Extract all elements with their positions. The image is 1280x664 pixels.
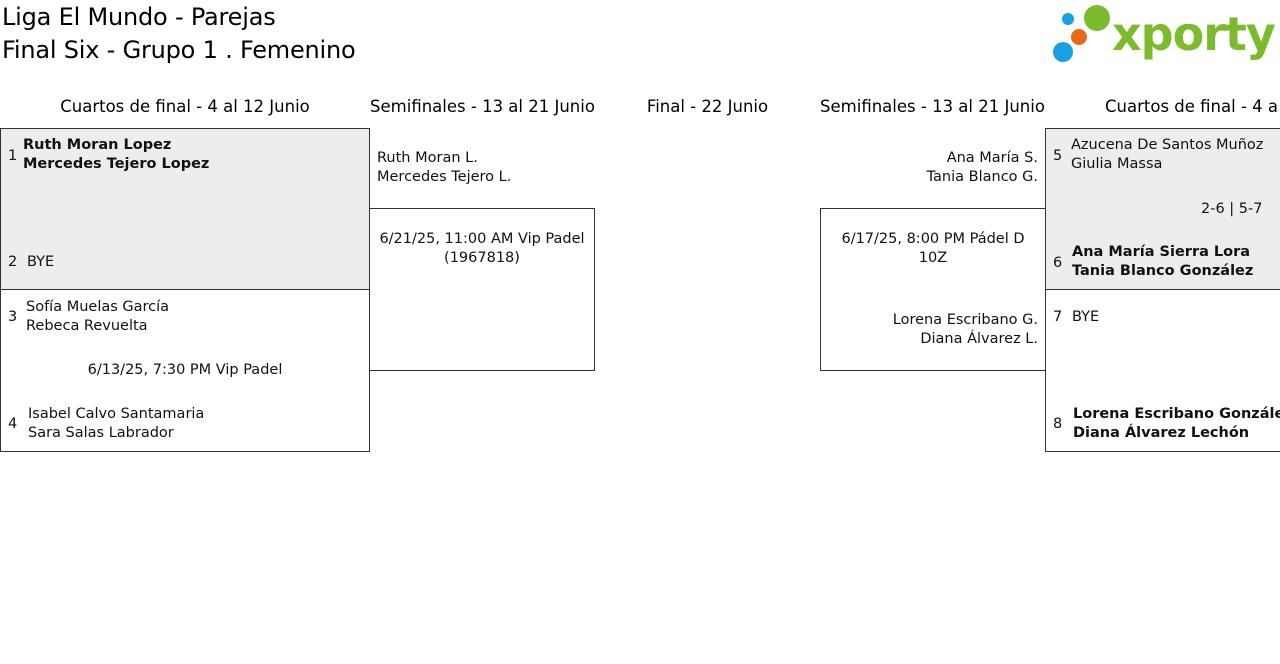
- sf-left-team-a[interactable]: Ruth Moran L. Mercedes Tejero L.: [377, 149, 511, 187]
- qf-left-match-2[interactable]: 3 Sofía Muelas García Rebeca Revuelta 6/…: [0, 289, 370, 452]
- logo-dots-icon: [1053, 5, 1110, 62]
- match-info-line: 6/17/25, 8:00 PM Pádel D: [841, 231, 1025, 247]
- player-name: Ana María S.: [946, 150, 1038, 166]
- player-name: Lorena Escribano G.: [892, 312, 1038, 328]
- sf-right-team-b[interactable]: Lorena Escribano G. Diana Álvarez L.: [821, 311, 1038, 349]
- match-info: 6/21/25, 11:00 AM Vip Padel (1967818): [370, 230, 594, 268]
- seed-number: 8: [1053, 416, 1063, 432]
- page-subtitle: Final Six - Grupo 1 . Femenino: [2, 36, 356, 64]
- match-info-line: (1967818): [444, 250, 520, 266]
- qf-right-match-1[interactable]: 5 Azucena De Santos Muñoz Giulia Massa 2…: [1045, 128, 1280, 290]
- team-entry[interactable]: Lorena Escribano González Diana Álvarez …: [1073, 405, 1280, 443]
- player-name: Mercedes Tejero L.: [377, 169, 512, 185]
- player-name: Giulia Massa: [1071, 156, 1163, 172]
- seed-number: 5: [1053, 148, 1063, 164]
- match-info-line: 10Z: [918, 250, 948, 266]
- team-entry-bye: BYE: [1072, 309, 1100, 325]
- seed-number: 4: [8, 416, 18, 432]
- seed-number: 1: [8, 148, 18, 164]
- player-name: Sofía Muelas García: [26, 299, 170, 315]
- player-name: Azucena De Santos Muñoz: [1071, 137, 1264, 153]
- team-entry-bye: BYE: [27, 254, 55, 270]
- column-header-sf-left: Semifinales - 13 al 21 Junio: [370, 97, 595, 116]
- sf-right-team-a[interactable]: Ana María S. Tania Blanco G.: [820, 149, 1038, 187]
- qf-right-match-2[interactable]: 7 BYE 8 Lorena Escribano González Diana …: [1045, 289, 1280, 452]
- player-name: Sara Salas Labrador: [28, 425, 174, 441]
- qf-left-match-1[interactable]: 1 Ruth Moran Lopez Mercedes Tejero Lopez…: [0, 128, 370, 290]
- player-name: Tania Blanco G.: [926, 169, 1038, 185]
- match-info: 6/17/25, 8:00 PM Pádel D 10Z: [821, 230, 1045, 268]
- seed-number: 3: [8, 309, 18, 325]
- seed-number: 2: [8, 254, 18, 270]
- player-name: Ana María Sierra Lora: [1072, 244, 1251, 260]
- team-entry[interactable]: Sofía Muelas García Rebeca Revuelta: [26, 298, 169, 336]
- sf-left-match[interactable]: 6/21/25, 11:00 AM Vip Padel (1967818): [369, 208, 595, 371]
- page-title: Liga El Mundo - Parejas: [2, 3, 276, 31]
- match-score: 2-6 | 5-7: [1201, 201, 1263, 217]
- xporty-logo: xporty: [1050, 4, 1276, 66]
- seed-number: 6: [1053, 255, 1063, 271]
- column-header-sf-right: Semifinales - 13 al 21 Junio: [820, 97, 1045, 116]
- player-name: Diana Álvarez Lechón: [1073, 425, 1250, 441]
- player-name: Ruth Moran Lopez: [23, 137, 172, 153]
- match-info: 6/13/25, 7:30 PM Vip Padel: [87, 362, 283, 378]
- player-name: Diana Álvarez L.: [920, 331, 1038, 347]
- team-entry[interactable]: Ana María Sierra Lora Tania Blanco Gonzá…: [1072, 243, 1253, 281]
- match-info-line: 6/21/25, 11:00 AM Vip Padel: [379, 231, 585, 247]
- player-name: Mercedes Tejero Lopez: [23, 156, 210, 172]
- player-name: Lorena Escribano González: [1073, 406, 1280, 422]
- column-header-qf-right: Cuartos de final - 4 a: [1105, 97, 1278, 116]
- team-entry[interactable]: Azucena De Santos Muñoz Giulia Massa: [1071, 136, 1263, 174]
- column-header-final: Final - 22 Junio: [646, 97, 769, 116]
- team-entry[interactable]: Ruth Moran Lopez Mercedes Tejero Lopez: [23, 136, 209, 174]
- sf-right-match[interactable]: 6/17/25, 8:00 PM Pádel D 10Z Lorena Escr…: [820, 208, 1046, 371]
- logo-text: xporty: [1112, 7, 1276, 61]
- player-name: Ruth Moran L.: [377, 150, 478, 166]
- player-name: Rebeca Revuelta: [26, 318, 148, 334]
- column-header-qf-left: Cuartos de final - 4 al 12 Junio: [60, 97, 310, 116]
- player-name: Tania Blanco González: [1072, 263, 1254, 279]
- team-entry[interactable]: Isabel Calvo Santamaria Sara Salas Labra…: [28, 405, 204, 443]
- player-name: Isabel Calvo Santamaria: [28, 406, 205, 422]
- seed-number: 7: [1053, 309, 1063, 325]
